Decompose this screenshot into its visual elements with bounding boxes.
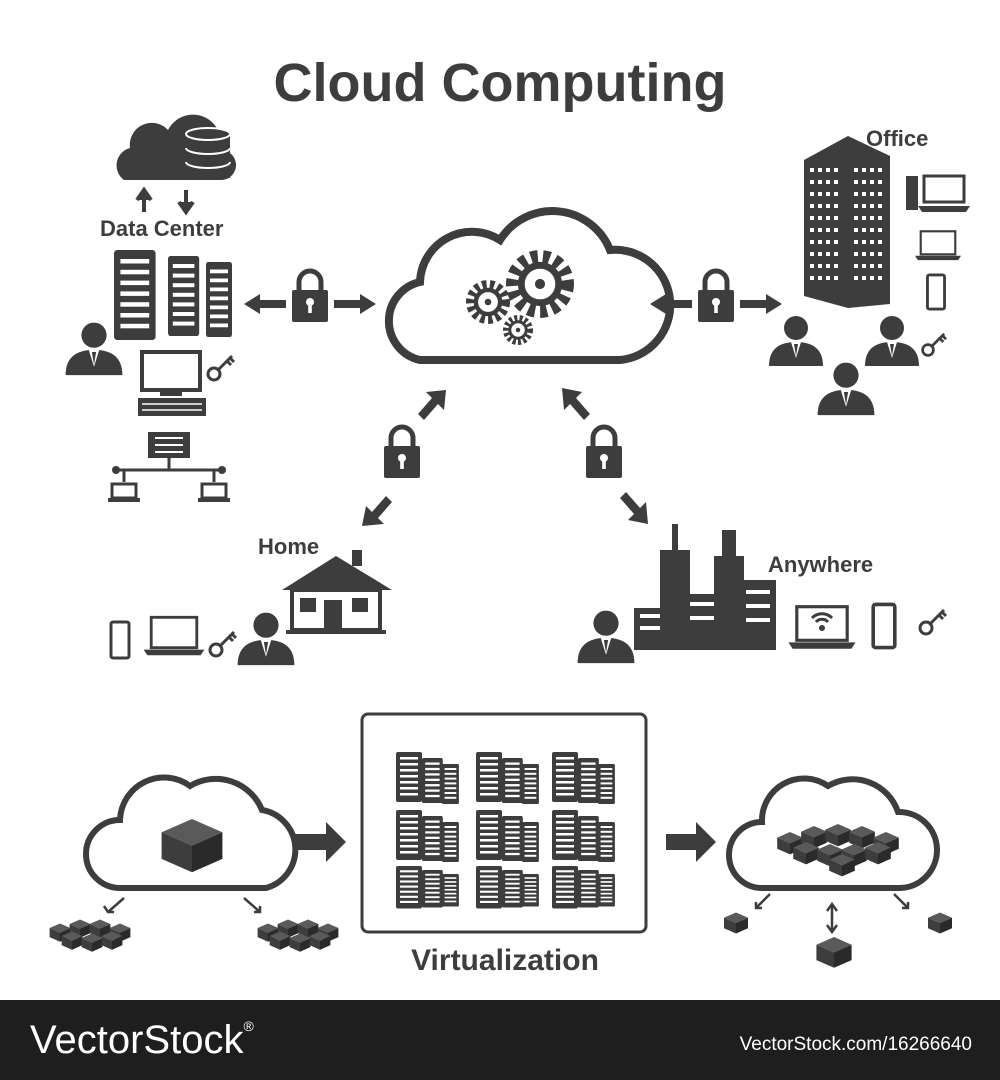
datacenter-key-icon bbox=[206, 354, 236, 382]
home-phone-icon bbox=[109, 620, 131, 660]
office-person-icon bbox=[769, 316, 919, 416]
anywhere-lock-icon bbox=[586, 427, 622, 478]
office-link-arrow-icon bbox=[650, 294, 782, 314]
download-arrow-icon bbox=[177, 190, 195, 216]
office-lock-icon bbox=[698, 271, 734, 322]
office-phone-icon bbox=[926, 273, 946, 311]
watermark-url: VectorStock.com/16266640 bbox=[739, 1034, 972, 1055]
city-icon bbox=[634, 524, 776, 650]
virtualization-box bbox=[360, 712, 648, 934]
resource-distribute-arrow-icon bbox=[754, 893, 910, 935]
wifi-phone-icon bbox=[871, 602, 897, 650]
resource-cube-icon bbox=[161, 819, 223, 873]
single-resource-cloud-icon bbox=[83, 774, 299, 891]
cloud-computing-diagram bbox=[49, 114, 970, 968]
distributed-cube-icon bbox=[724, 912, 952, 968]
resource-split-arrow-icon bbox=[102, 897, 262, 914]
desktop-icon bbox=[138, 350, 206, 416]
office-building-icon bbox=[804, 136, 890, 308]
database-icon bbox=[185, 127, 231, 178]
admin-person-icon bbox=[65, 322, 123, 376]
data-center-label: Data Center bbox=[100, 216, 224, 241]
anywhere-link-arrow-icon bbox=[562, 388, 648, 524]
home-label: Home bbox=[258, 534, 320, 559]
pooled-resource-cloud-icon bbox=[726, 775, 940, 891]
home-laptop-icon bbox=[142, 615, 206, 657]
office-laptop-icon bbox=[913, 230, 963, 262]
home-key-icon bbox=[208, 630, 238, 658]
home-lock-icon bbox=[384, 427, 420, 478]
wifi-laptop-icon bbox=[786, 605, 858, 651]
flow-arrow-icon bbox=[294, 822, 716, 862]
watermark-brand: VectorStock® bbox=[30, 1018, 254, 1063]
cube-cluster-icon bbox=[777, 824, 899, 877]
house-icon bbox=[282, 550, 392, 634]
office-pc-icon bbox=[906, 174, 970, 212]
watermark-footer: VectorStock® VectorStock.com/16266640 bbox=[0, 1000, 1000, 1080]
watermark-brand-name: VectorStock bbox=[30, 1018, 244, 1062]
datacenter-link-arrow-icon bbox=[244, 294, 376, 314]
datacenter-lock-icon bbox=[292, 271, 328, 322]
page-title: Cloud Computing bbox=[273, 53, 727, 113]
office-label: Office bbox=[866, 126, 929, 151]
virtualization-label: Virtualization bbox=[411, 944, 599, 977]
gear-icon bbox=[470, 257, 567, 342]
upload-arrow-icon bbox=[135, 186, 153, 212]
cube-cluster-icon bbox=[49, 919, 339, 952]
network-icon bbox=[108, 432, 230, 502]
home-person-icon bbox=[237, 612, 295, 666]
watermark-trademark: ® bbox=[243, 1018, 254, 1034]
anywhere-label: Anywhere bbox=[768, 552, 874, 577]
office-key-icon bbox=[921, 332, 948, 357]
anywhere-person-icon bbox=[577, 610, 635, 664]
home-link-arrow-icon bbox=[362, 390, 446, 526]
datacenter-server-racks-icon bbox=[114, 250, 232, 340]
anywhere-key-icon bbox=[918, 608, 948, 636]
virtual-server-racks-icon bbox=[396, 752, 615, 909]
